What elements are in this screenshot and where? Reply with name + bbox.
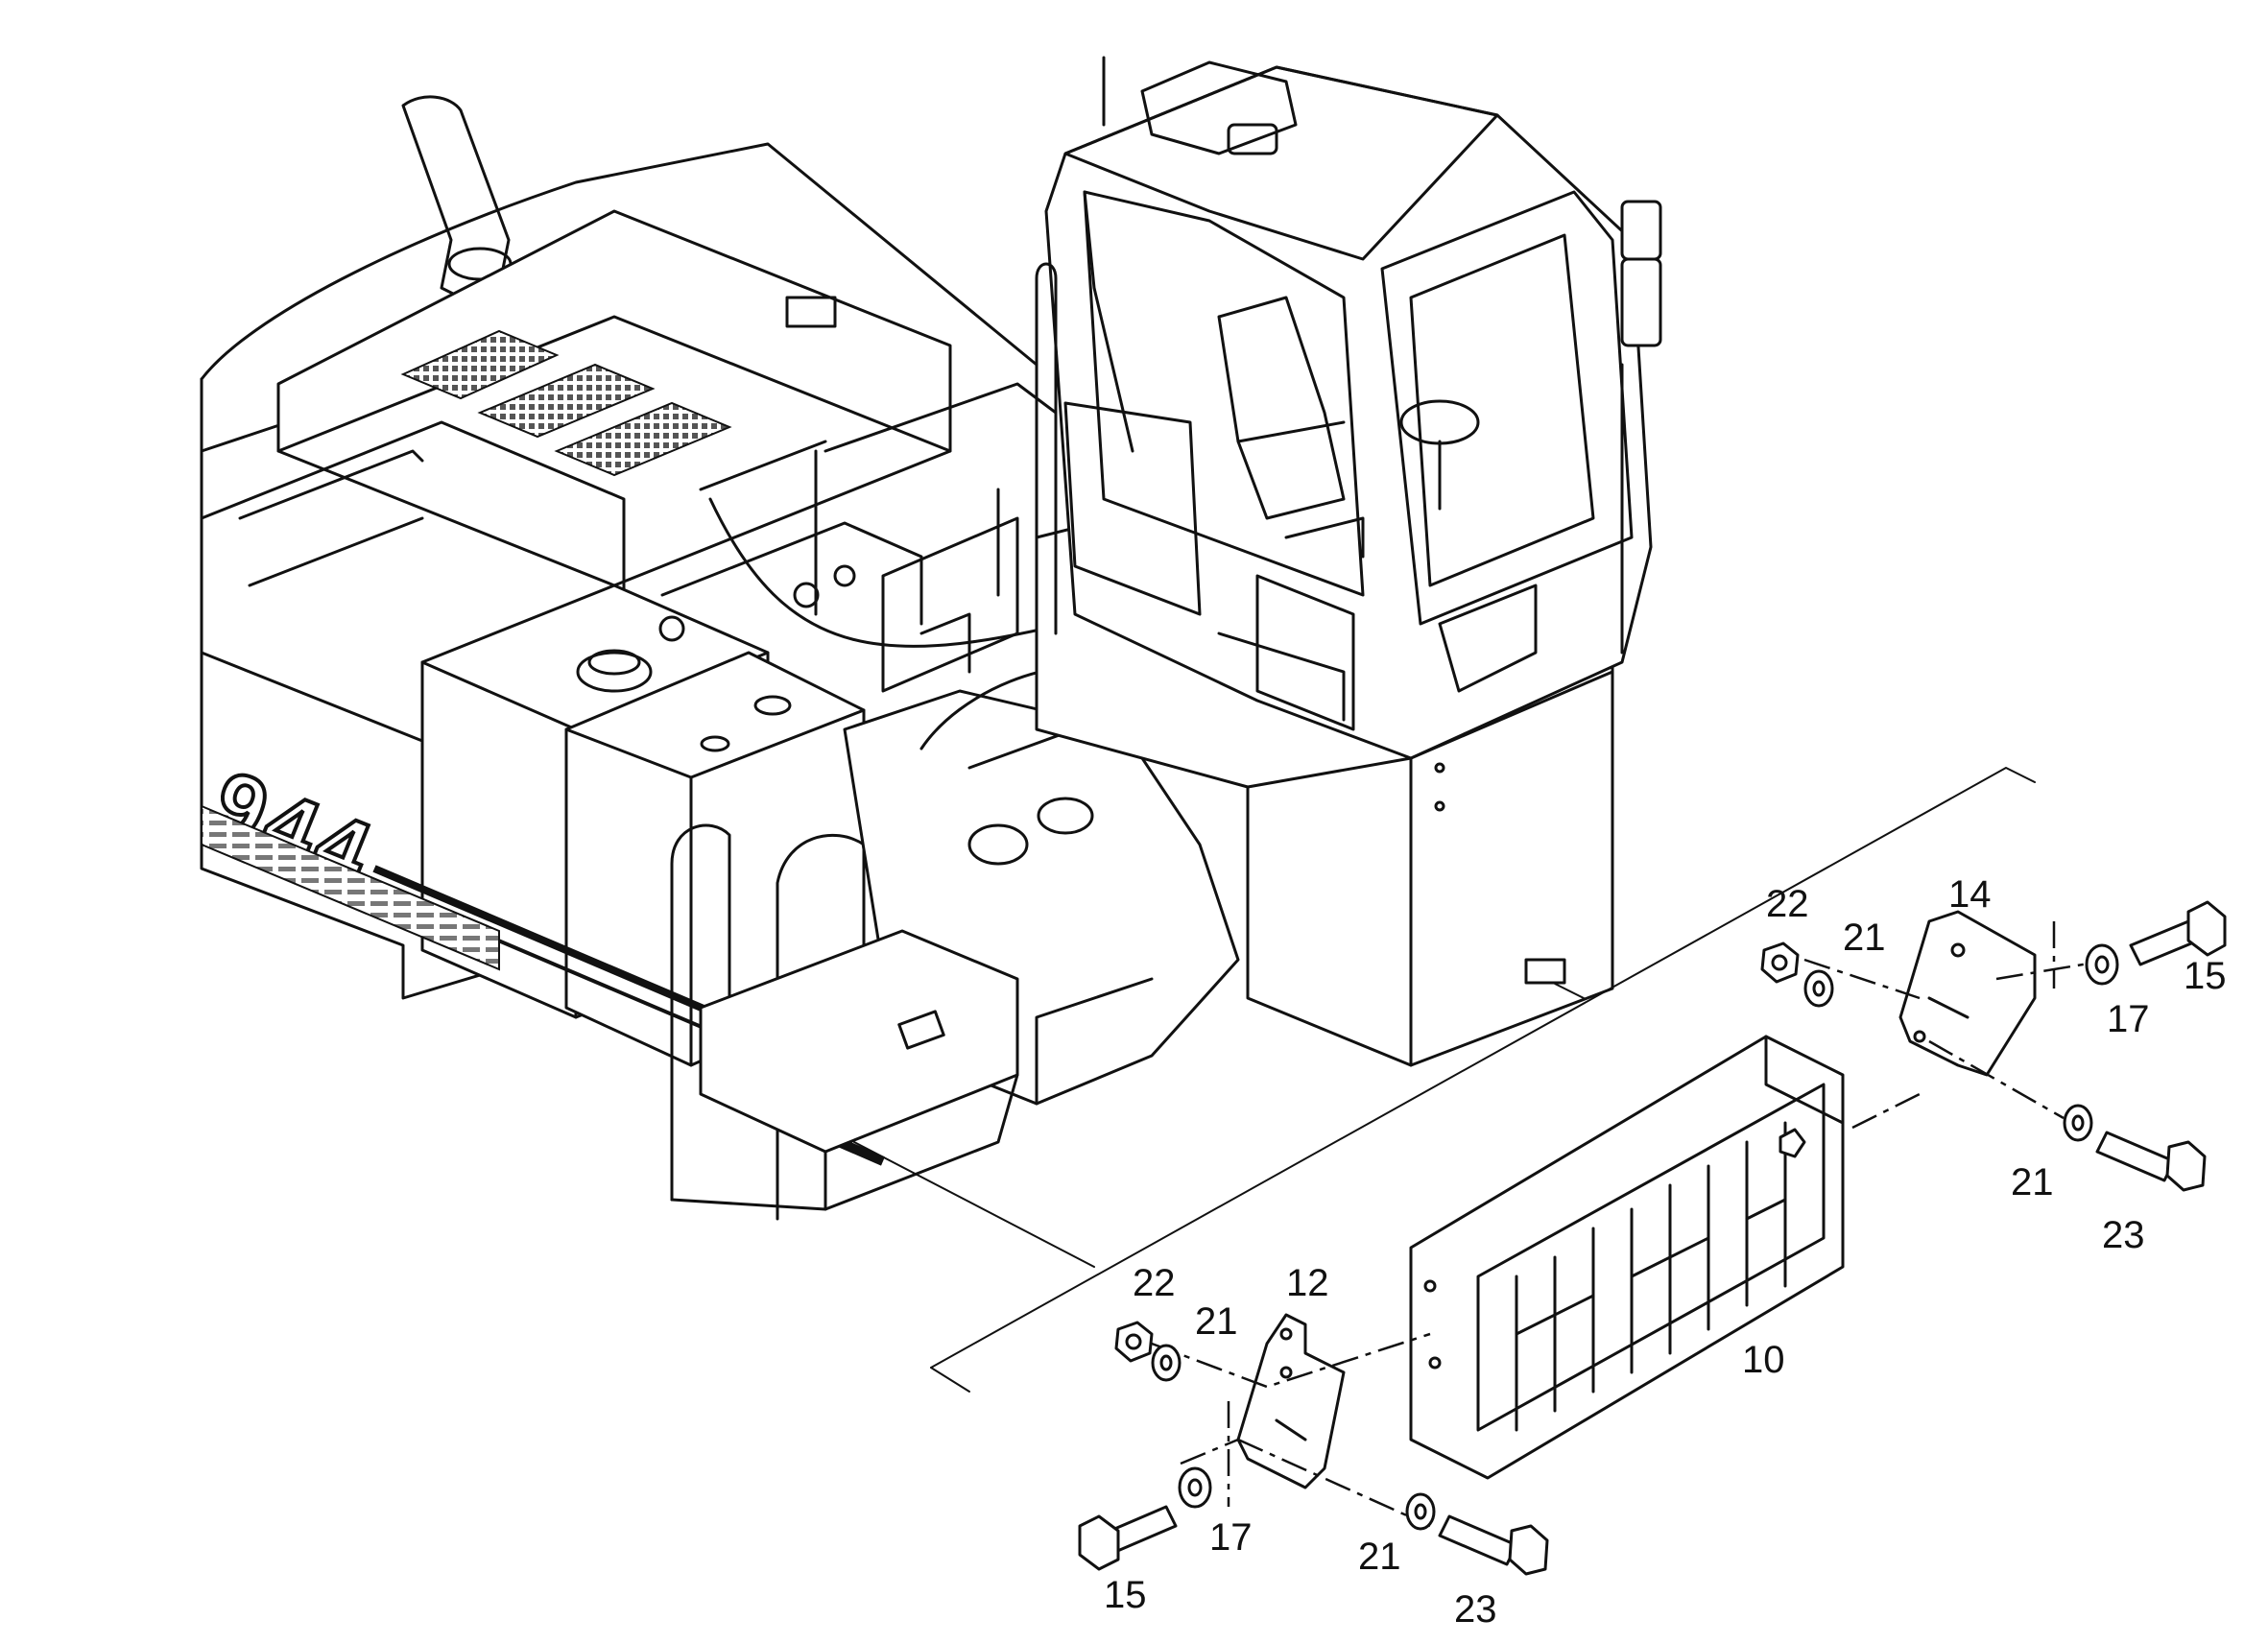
nut-22-upper: [1760, 941, 1800, 984]
bolt-15-lower: [1078, 1505, 1178, 1571]
callout-17-lower: 17: [1209, 1516, 1253, 1559]
callout-21-d: 21: [1358, 1536, 1401, 1578]
washer-21-d: [1405, 1492, 1436, 1531]
washer-17-b: [2085, 943, 2119, 986]
bolt-15-upper: [2129, 900, 2227, 966]
callout-21-c: 21: [2011, 1161, 2054, 1203]
washer-21-b: [1803, 969, 1834, 1008]
callout-22-lower: 22: [1133, 1262, 1176, 1304]
bracket-part-12: [1236, 1313, 1346, 1489]
machine-upper-carriage: 944: [198, 95, 1240, 1221]
callout-15-lower: 15: [1104, 1574, 1147, 1616]
callout-14: 14: [1948, 873, 1992, 916]
callout-15-upper: 15: [2184, 955, 2227, 997]
operator-cab: [1035, 56, 1662, 1067]
bolt-23-lower: [1438, 1514, 1549, 1576]
bracket-part-14: [1898, 910, 2037, 1077]
callout-12: 12: [1286, 1262, 1329, 1304]
nut-22-lower: [1114, 1321, 1154, 1363]
callout-21-b: 21: [1843, 917, 1886, 959]
callout-23-upper: 23: [2102, 1214, 2145, 1256]
callout-23-lower: 23: [1454, 1588, 1497, 1631]
callout-10: 10: [1742, 1339, 1785, 1381]
callout-21-a: 21: [1195, 1300, 1238, 1343]
callout-17-upper: 17: [2107, 998, 2150, 1040]
callout-22-upper: 22: [1766, 883, 1809, 925]
grille-guard-part-10: [1409, 1035, 1845, 1480]
washer-21-c: [2063, 1104, 2093, 1142]
washer-17-a: [1178, 1466, 1212, 1509]
washer-21-a: [1151, 1344, 1182, 1382]
exploded-parts-group: 10 12 14 15 15 17 17 21 21 21 21 22 22 2…: [853, 767, 2227, 1631]
bolt-23-upper: [2095, 1131, 2207, 1192]
